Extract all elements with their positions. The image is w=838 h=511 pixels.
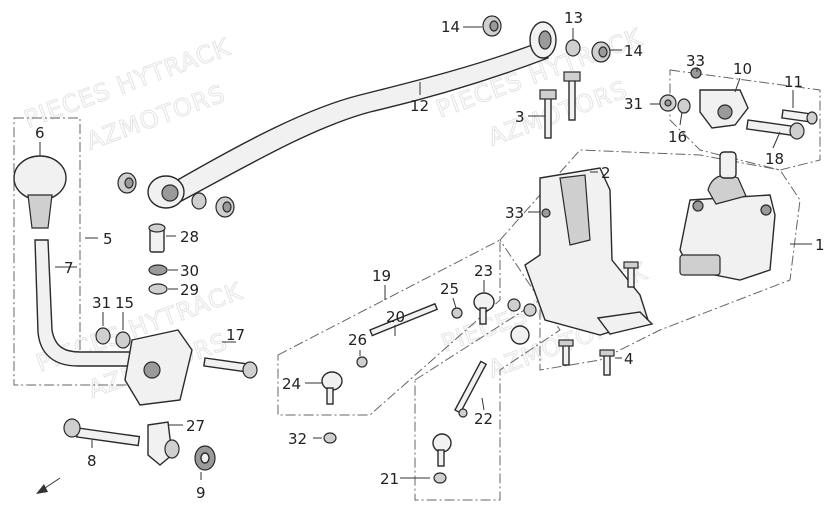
callout-13: 13	[564, 9, 583, 27]
callout-26: 26	[348, 331, 367, 349]
callout-3: 3	[515, 108, 525, 126]
callout-25: 25	[440, 280, 459, 298]
callout-32: 32	[288, 430, 307, 448]
pivot-bolt-set	[148, 223, 168, 295]
callout-23: 23	[474, 262, 493, 280]
callout-4: 4	[624, 350, 634, 368]
callout-1: 1	[815, 236, 825, 254]
bottom-fasteners	[63, 418, 216, 471]
callout-24: 24	[282, 375, 301, 393]
callout-10: 10	[733, 60, 752, 78]
group-outline-19	[277, 239, 501, 416]
callout-14-right: 14	[624, 42, 643, 60]
callout-20: 20	[386, 308, 405, 326]
callout-2: 2	[601, 164, 611, 182]
group-outline-1	[499, 149, 801, 371]
callout-21: 21	[380, 470, 399, 488]
lower-rod-assembly	[432, 325, 530, 484]
callout-22: 22	[474, 410, 493, 428]
callout-18: 18	[765, 150, 784, 168]
gear-knob	[13, 155, 67, 229]
upper-bracket-assembly	[659, 67, 818, 140]
callout-27: 27	[186, 417, 205, 435]
group-outline-5	[13, 117, 141, 386]
callout-17: 17	[226, 326, 245, 344]
callout-labels: 14 13 14 33 10 11 31 16 18 12 3 6 5 7 28…	[35, 9, 825, 502]
callout-12: 12	[410, 97, 429, 115]
main-bracket	[524, 167, 654, 336]
callout-28: 28	[180, 228, 199, 246]
callout-15: 15	[115, 294, 134, 312]
callout-5: 5	[103, 230, 113, 248]
callout-14-left: 14	[441, 18, 460, 36]
callout-16: 16	[668, 128, 687, 146]
callout-31-left: 31	[92, 294, 111, 312]
callout-9: 9	[196, 484, 206, 502]
callout-30: 30	[180, 262, 199, 280]
callout-29: 29	[180, 281, 199, 299]
callout-6: 6	[35, 124, 45, 142]
lower-bolt-group	[558, 339, 615, 376]
leader-lines	[39, 26, 812, 480]
direction-arrow-icon	[36, 477, 61, 494]
callout-11: 11	[784, 73, 803, 91]
callout-8: 8	[87, 452, 97, 470]
lever-mount	[95, 327, 258, 406]
callout-19: 19	[372, 267, 391, 285]
callout-7: 7	[64, 259, 74, 277]
callout-33-top: 33	[686, 52, 705, 70]
bolt-group	[539, 71, 581, 139]
rod-end-assembly	[321, 292, 537, 444]
bushing-group	[117, 15, 611, 218]
callout-33-mid: 33	[505, 204, 524, 222]
connecting-rod	[147, 21, 557, 209]
group-outline-10	[669, 69, 821, 171]
shifter-mechanism	[679, 151, 776, 281]
callout-31-top: 31	[624, 95, 643, 113]
